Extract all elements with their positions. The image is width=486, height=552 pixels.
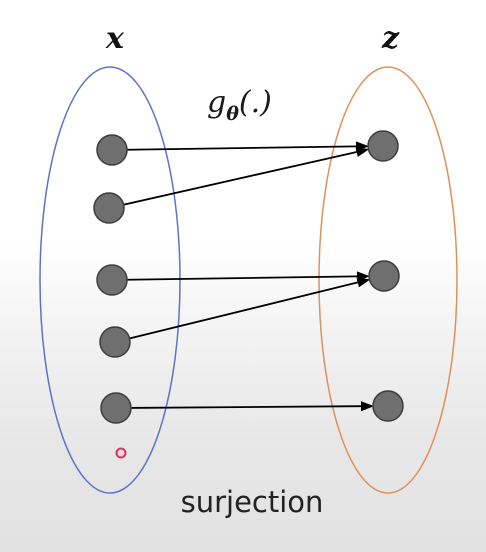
right-element-node bbox=[368, 260, 400, 292]
left-element-node bbox=[96, 264, 128, 296]
caption: surjection bbox=[181, 485, 324, 519]
left-element-node bbox=[96, 134, 128, 166]
mouse-pointer-dot-icon bbox=[115, 447, 127, 459]
mapping-arrow-line bbox=[111, 145, 357, 151]
right-element-node bbox=[367, 130, 399, 162]
arrowhead-icon bbox=[356, 277, 371, 288]
left-element-node bbox=[93, 192, 125, 224]
arrowhead-icon bbox=[355, 147, 370, 157]
left-set-label: x bbox=[105, 21, 125, 56]
right-set-ellipse bbox=[318, 66, 458, 494]
function-subscript: θ bbox=[226, 103, 239, 125]
mapping-arrows bbox=[108, 141, 375, 412]
function-label: gθ(.) bbox=[207, 85, 272, 125]
right-set-label: z bbox=[381, 21, 400, 56]
left-element-node bbox=[99, 326, 131, 358]
left-element-node bbox=[100, 392, 132, 424]
arrowhead-icon bbox=[360, 401, 375, 412]
mapping-arrow-line bbox=[115, 405, 362, 409]
mapping-arrow-line bbox=[111, 275, 358, 281]
function-name: g bbox=[207, 85, 226, 120]
mapping-arrow-line bbox=[108, 151, 357, 209]
mapping-arrow-line bbox=[114, 281, 358, 343]
left-set-elements bbox=[93, 134, 132, 424]
right-element-node bbox=[372, 390, 404, 422]
right-set-elements bbox=[367, 130, 404, 422]
left-set-ellipse bbox=[39, 66, 181, 494]
function-args: (.) bbox=[239, 85, 272, 120]
